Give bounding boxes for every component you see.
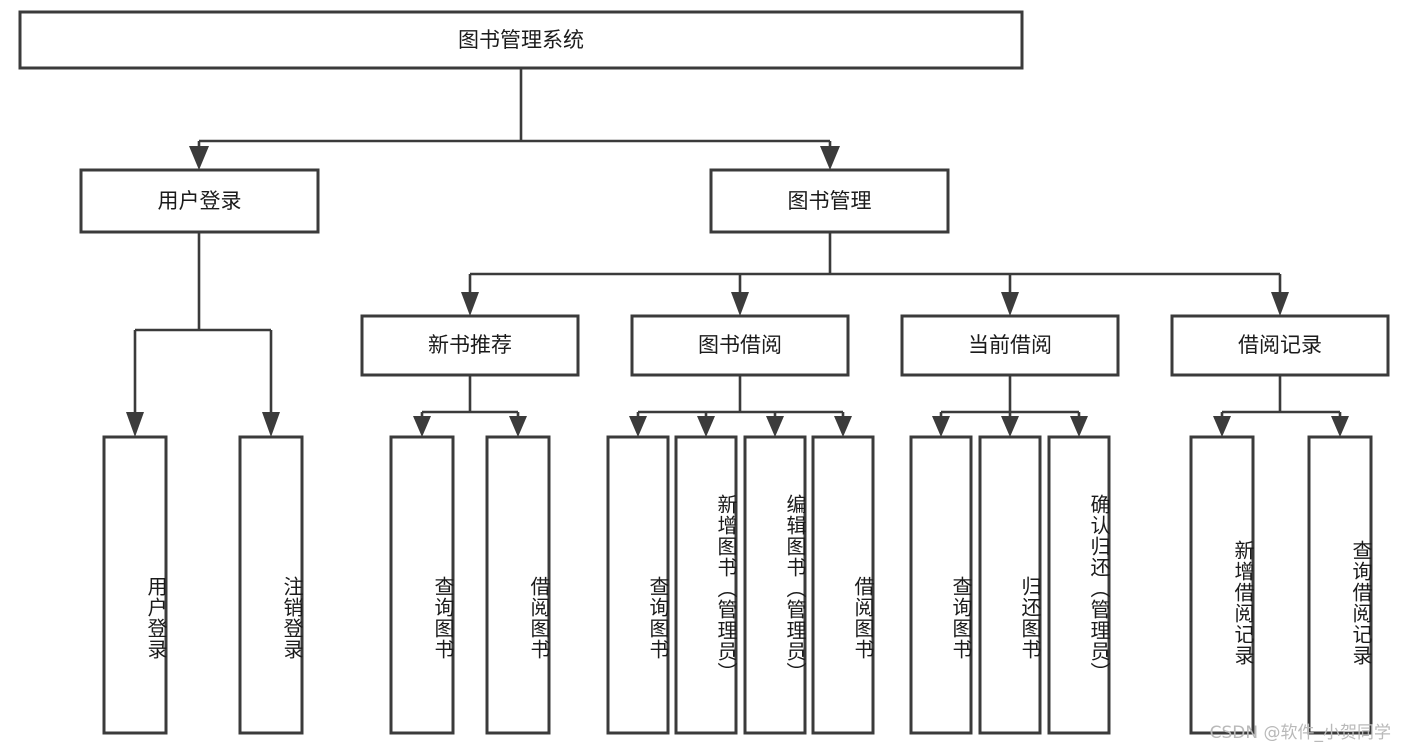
connector-group-book-borrow bbox=[629, 375, 852, 437]
node-user-login-label: 用户登录 bbox=[158, 189, 242, 213]
leaf-book-borrow-3[interactable] bbox=[743, 435, 807, 735]
connector-group-user-login bbox=[126, 232, 280, 437]
node-root-label: 图书管理系统 bbox=[458, 28, 584, 52]
leaf-current-borrow-3[interactable] bbox=[1047, 435, 1111, 735]
arrowhead-ul-leaf-2 bbox=[262, 412, 280, 437]
arrowhead-book-manage bbox=[820, 146, 840, 170]
arrowhead-cb-leaf-3 bbox=[1070, 416, 1088, 437]
leaf-new-book-1[interactable] bbox=[389, 435, 455, 735]
arrowhead-ul-leaf-1 bbox=[126, 412, 144, 437]
arrowhead-nb-leaf-1 bbox=[413, 416, 431, 437]
arrowhead-bb-leaf-3 bbox=[766, 416, 784, 437]
connector-group-current-borrow bbox=[932, 375, 1088, 437]
node-new-book-recommend-label: 新书推荐 bbox=[428, 333, 512, 357]
connector-group-book-manage bbox=[461, 232, 1289, 316]
arrowhead-br-leaf-1 bbox=[1213, 416, 1231, 437]
arrowhead-current-borrow bbox=[1001, 292, 1019, 316]
leaf-book-borrow-1[interactable] bbox=[606, 435, 670, 735]
leaf-user-login-1[interactable] bbox=[102, 435, 168, 735]
leaf-borrow-record-2[interactable] bbox=[1307, 435, 1373, 735]
arrowhead-book-borrow bbox=[731, 292, 749, 316]
leaf-user-login-2[interactable] bbox=[238, 435, 304, 735]
arrowhead-borrow-record bbox=[1271, 292, 1289, 316]
node-current-borrow-label: 当前借阅 bbox=[968, 333, 1052, 357]
node-root[interactable] bbox=[18, 10, 1024, 70]
connector-group-borrow-record bbox=[1213, 375, 1349, 437]
arrowhead-user-login bbox=[189, 146, 209, 170]
arrowhead-cb-leaf-1 bbox=[932, 416, 950, 437]
arrowhead-bb-leaf-2 bbox=[697, 416, 715, 437]
arrowhead-br-leaf-2 bbox=[1331, 416, 1349, 437]
node-book-manage-label: 图书管理 bbox=[788, 189, 872, 213]
node-borrow-record-label: 借阅记录 bbox=[1238, 333, 1322, 357]
leaf-new-book-2[interactable] bbox=[485, 435, 551, 735]
node-book-borrow-label: 图书借阅 bbox=[698, 333, 782, 357]
leaf-book-borrow-2[interactable] bbox=[674, 435, 738, 735]
arrowhead-cb-leaf-2 bbox=[1001, 416, 1019, 437]
node-book-borrow[interactable] bbox=[630, 314, 850, 377]
arrowhead-bb-leaf-4 bbox=[834, 416, 852, 437]
node-current-borrow[interactable] bbox=[900, 314, 1120, 377]
node-book-manage[interactable] bbox=[709, 168, 950, 234]
node-user-login[interactable] bbox=[79, 168, 320, 234]
connector-group-root bbox=[189, 68, 840, 170]
arrowhead-bb-leaf-1 bbox=[629, 416, 647, 437]
node-new-book-recommend[interactable] bbox=[360, 314, 580, 377]
arrowhead-new-book bbox=[461, 292, 479, 316]
node-borrow-record[interactable] bbox=[1170, 314, 1390, 377]
leaf-current-borrow-1[interactable] bbox=[909, 435, 973, 735]
arrowhead-nb-leaf-2 bbox=[509, 416, 527, 437]
connector-group-new-book bbox=[413, 375, 527, 437]
leaf-borrow-record-1[interactable] bbox=[1189, 435, 1255, 735]
leaf-book-borrow-4[interactable] bbox=[811, 435, 875, 735]
leaf-current-borrow-2[interactable] bbox=[978, 435, 1042, 735]
